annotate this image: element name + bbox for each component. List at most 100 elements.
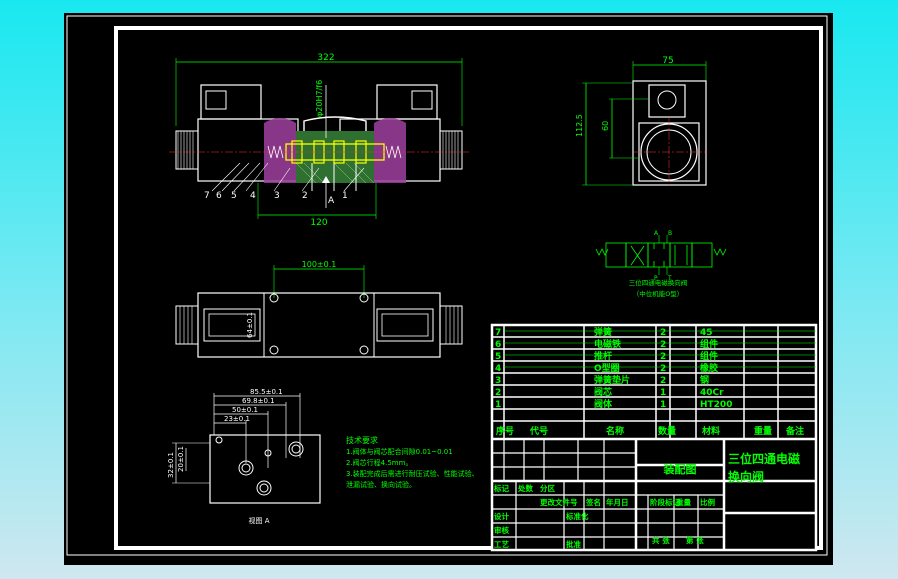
port-dim-2: 69.8±0.1	[242, 397, 275, 405]
bom-cell-name: 阀芯	[594, 386, 612, 398]
bom-header-qty: 数量	[658, 425, 676, 437]
tb-label-zone: 分区	[540, 483, 555, 493]
top-dim-side: 64±0.1	[246, 312, 254, 338]
bom-cell-name: 推杆	[594, 350, 612, 362]
bom-cell-name: 弹簧	[594, 326, 612, 338]
port-dim-4: 23±0.1	[224, 415, 250, 423]
symbol-caption-1: 三位四通电磁换向阀	[629, 278, 688, 287]
front-dim-vertical: φ20H7/f6	[315, 80, 324, 117]
port-dim-3: 50±0.1	[232, 406, 258, 414]
tb-std: 标准化	[565, 511, 589, 521]
inner-frame	[114, 26, 823, 550]
symbol-port-t: T	[667, 275, 672, 282]
symbol-caption-2: （中位机能O型）	[633, 289, 684, 298]
tb-drawing-type: 装配图	[663, 462, 697, 476]
side-dim-inner: 60	[601, 121, 610, 131]
tb-process: 工艺	[494, 539, 509, 549]
bom-cell-no: 3	[495, 376, 501, 386]
part-number-2: 2	[302, 191, 308, 201]
tech-req-title: 技术要求	[346, 435, 378, 445]
symbol-port-a: A	[654, 230, 659, 237]
tb-label-date: 年月日	[606, 497, 629, 507]
bom-header-no: 序号	[496, 425, 514, 437]
bom-cell-qty: 2	[660, 376, 666, 386]
bom-cell-material: 橡胶	[700, 362, 718, 374]
tech-req-line-3: 3.装配完成后需进行耐压试验、性能试验、	[346, 469, 479, 478]
tb-approve: 批准	[566, 539, 581, 549]
tb-stage: 阶段标记	[650, 497, 680, 507]
tb-label-change: 更改文件号	[540, 497, 578, 507]
bom-cell-material: 组件	[700, 338, 718, 350]
bom-cell-qty: 2	[660, 340, 666, 350]
part-number-7: 7	[204, 191, 210, 201]
tb-title-1: 三位四通电磁	[728, 451, 800, 466]
bom-cell-no: 6	[495, 340, 501, 350]
bom-cell-no: 7	[495, 328, 501, 338]
part-number-6: 6	[216, 191, 222, 201]
section-label-a: A	[328, 196, 335, 206]
bom-cell-no: 4	[495, 364, 501, 374]
bom-header-code: 代号	[529, 425, 548, 437]
bom-cell-material: 45	[700, 328, 713, 338]
drawing-canvas: 322 φ20H7/f6	[64, 13, 833, 565]
bom-cell-qty: 2	[660, 328, 666, 338]
symbol-port-b: B	[668, 230, 672, 237]
tb-design: 设计	[494, 511, 509, 521]
bom-header-name: 名称	[606, 425, 624, 437]
port-dim-1: 85.5±0.1	[250, 388, 283, 396]
bom-cell-name: 弹簧垫片	[594, 374, 630, 386]
bom-cell-name: 电磁铁	[594, 338, 621, 350]
part-number-3: 3	[274, 191, 280, 201]
bill-of-materials: 7 弹簧 2 45 6 电磁铁 2 组件 5 推杆 2 组件 4 O型圈 2 橡胶 3 弹簧垫片 2 钢 2 阀芯 1 40C…	[490, 323, 818, 552]
bom-cell-qty: 2	[660, 352, 666, 362]
bom-header-note: 备注	[785, 425, 804, 437]
top-dim: 100±0.1	[302, 260, 337, 269]
front-section-view: 322 φ20H7/f6	[169, 53, 469, 228]
front-dim-top: 322	[317, 53, 334, 63]
tb-label-mark: 标记	[493, 483, 509, 493]
bom-cell-qty: 2	[660, 364, 666, 374]
side-view: 75 112.5 60	[575, 56, 707, 186]
bom-cell-no: 1	[495, 400, 501, 410]
top-view: 100±0.1 64±0.1	[175, 260, 463, 358]
port-view-a: 85.5±0.1 69.8±0.1 50±0.1 23±0.1 32±0.1 2…	[167, 388, 321, 525]
assembly-drawing: 322 φ20H7/f6	[66, 15, 828, 556]
bom-cell-no: 2	[495, 388, 501, 398]
tb-weight: 重量	[676, 497, 691, 507]
tb-title-2: 换向阀	[728, 469, 764, 484]
front-dim-bottom: 120	[310, 218, 327, 228]
bom-cell-material: 钢	[700, 374, 709, 386]
side-dim-height: 112.5	[575, 114, 584, 137]
symbol-port-p: P	[654, 275, 658, 282]
bom-cell-material: 40Cr	[700, 388, 724, 398]
bom-cell-no: 5	[495, 352, 501, 362]
title-block: 标记 处数 分区 更改文件号 签名 年月日 设计 标准化 阶段标记 重量 比例 …	[492, 439, 816, 550]
bom-cell-qty: 1	[660, 400, 666, 410]
tech-req-line-1: 1.阀体与阀芯配合间隙0.01~0.01	[346, 447, 453, 456]
bom-cell-qty: 1	[660, 388, 666, 398]
part-number-5: 5	[231, 191, 237, 201]
tech-req-line-2: 2.阀芯行程4.5mm。	[346, 458, 412, 467]
side-dim-width: 75	[662, 56, 673, 66]
tb-label-sign: 签名	[585, 497, 601, 507]
outer-frame	[66, 15, 828, 556]
tb-sheets-total: 共 张	[652, 535, 670, 545]
bom-cell-material: 组件	[700, 350, 718, 362]
port-view-caption: 视图 A	[248, 516, 269, 525]
tb-scale: 比例	[700, 497, 715, 507]
part-number-1: 1	[342, 191, 348, 201]
bom-header-weight: 重量	[754, 425, 772, 437]
bom-cell-name: O型圈	[594, 362, 620, 374]
bom-header-material: 材料	[701, 425, 720, 437]
hydraulic-symbol: A B P T 三位四通电磁换向阀 （中位机能O型）	[595, 230, 727, 298]
tb-label-count: 处数	[517, 483, 533, 493]
bom-cell-material: HT200	[700, 400, 732, 410]
part-number-4: 4	[250, 191, 256, 201]
technical-requirements: 技术要求 1.阀体与阀芯配合间隙0.01~0.01 2.阀芯行程4.5mm。 3…	[346, 435, 479, 489]
port-dim-5: 32±0.1	[167, 452, 175, 478]
port-dim-6: 20±0.1	[177, 446, 185, 472]
tb-review: 审核	[494, 525, 509, 535]
tech-req-line-4: 泄漏试验、换向试验。	[346, 480, 416, 489]
bom-cell-name: 阀体	[594, 398, 613, 410]
tb-sheet-no: 第 张	[686, 535, 704, 545]
